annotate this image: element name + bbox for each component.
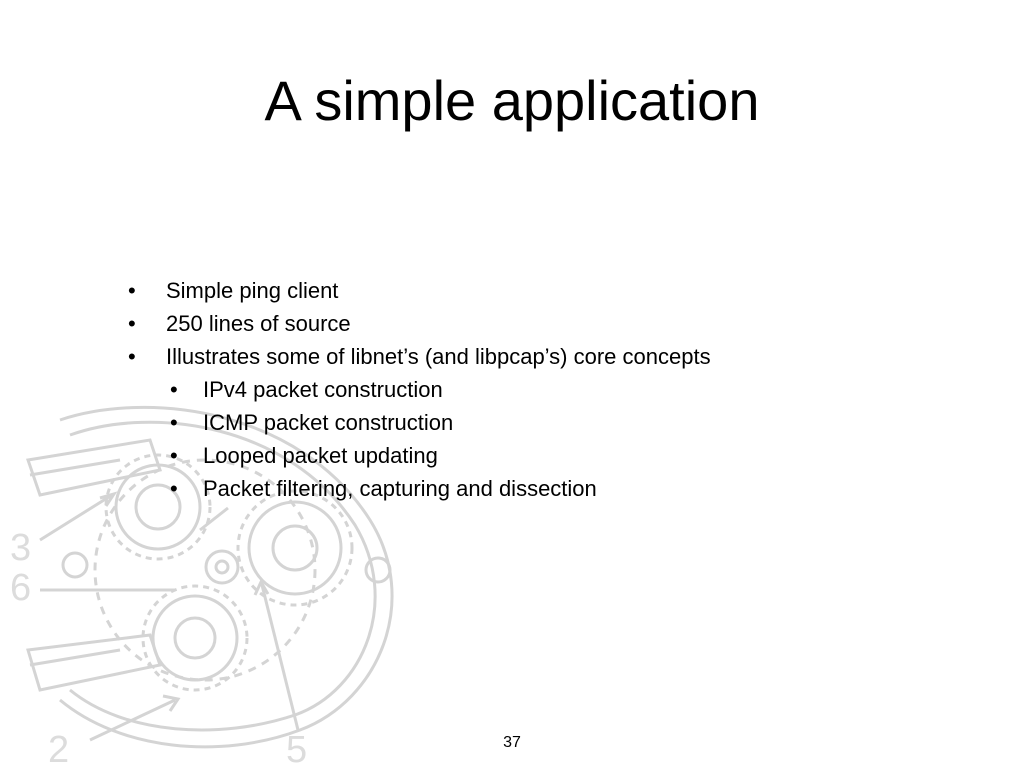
watermark-digit-2: 2 <box>48 729 69 768</box>
page-number: 37 <box>503 734 521 751</box>
sub-bullet-item: • ICMP packet construction <box>128 406 888 439</box>
bullet-icon: • <box>170 443 178 468</box>
sub-bullet-item: • IPv4 packet construction <box>128 373 888 406</box>
slide-title: A simple application <box>264 68 760 132</box>
gear-mechanism-watermark: 3 6 2 5 <box>10 406 394 768</box>
bullet-icon: • <box>128 311 136 336</box>
bullet-text: Looped packet updating <box>203 443 438 468</box>
sub-bullet-item: • Looped packet updating <box>128 439 888 472</box>
bullet-icon: • <box>128 278 136 303</box>
bullet-text: Simple ping client <box>166 278 339 303</box>
bullet-icon: • <box>128 344 136 369</box>
bullet-icon: • <box>170 377 178 402</box>
bullet-text: Illustrates some of libnet’s (and libpca… <box>166 344 711 369</box>
bullet-item: • Illustrates some of libnet’s (and libp… <box>128 340 888 373</box>
bullet-text: ICMP packet construction <box>203 410 454 435</box>
bullet-text: IPv4 packet construction <box>203 377 443 402</box>
bullet-item: • 250 lines of source <box>128 307 888 340</box>
bullet-text: Packet filtering, capturing and dissecti… <box>203 476 597 501</box>
watermark-digit-3: 3 <box>10 527 31 569</box>
watermark-digit-5: 5 <box>286 729 307 768</box>
bullet-text: 250 lines of source <box>166 311 351 336</box>
watermark-digit-6: 6 <box>10 567 31 609</box>
bullet-icon: • <box>170 476 178 501</box>
sub-bullet-item: • Packet filtering, capturing and dissec… <box>128 472 888 505</box>
bullet-item: • Simple ping client <box>128 274 888 307</box>
bullet-icon: • <box>170 410 178 435</box>
bullet-list: • Simple ping client • 250 lines of sour… <box>128 274 888 505</box>
